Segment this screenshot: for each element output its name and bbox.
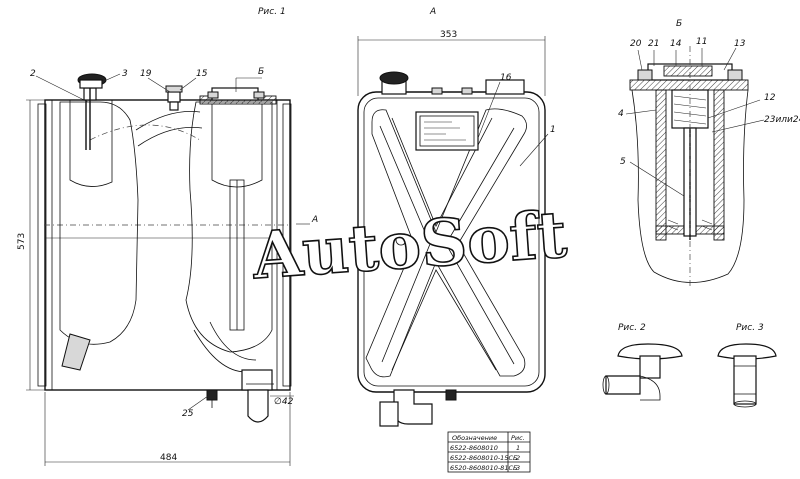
- table-row-3-code: 6520-8608010-81СБ: [450, 464, 518, 472]
- callout-23-24: 23или24: [764, 115, 800, 125]
- table-header-fig: Рис.: [511, 434, 525, 442]
- view-a-caption: A: [429, 7, 436, 17]
- diameter-42: ∅42: [274, 397, 294, 407]
- pointer-b: Б: [258, 67, 264, 77]
- drain-plug-icon: [206, 389, 218, 401]
- nameplate: [415, 111, 479, 151]
- callout-25: 25: [182, 409, 194, 419]
- watermark: AutoSoft: [249, 197, 569, 294]
- side-view-tank: Рис. 1: [17, 7, 318, 466]
- callout-12: 12: [764, 93, 776, 103]
- callout-14: 14: [670, 39, 682, 49]
- callout-19: 19: [140, 69, 152, 79]
- fig1-caption: Рис. 1: [258, 7, 286, 17]
- width-dimension: 353: [440, 30, 457, 40]
- callout-20: 20: [630, 39, 642, 49]
- front-view-a: A 353 16 1: [357, 7, 556, 427]
- table-row-2-code: 6522-8608010-15СБ: [450, 454, 518, 462]
- front-cap-icon: [379, 71, 409, 85]
- height-dimension: 573: [17, 233, 27, 250]
- section-a-mark: A: [311, 215, 318, 225]
- callout-3: 3: [122, 69, 128, 79]
- callout-15: 15: [196, 69, 208, 79]
- designation-table: Обозначение Рис. 6522-8608010 1 6522-860…: [447, 431, 531, 473]
- table-row-1-fig: 1: [516, 444, 520, 452]
- fig2-caption: Рис. 2: [618, 323, 646, 333]
- length-dimension: 484: [160, 453, 177, 463]
- table-row-2-fig: 2: [516, 454, 520, 462]
- table-header-designation: Обозначение: [452, 434, 497, 442]
- callout-4: 4: [618, 109, 624, 119]
- callout-2: 2: [30, 69, 36, 79]
- callout-5: 5: [620, 157, 626, 167]
- callout-11: 11: [696, 37, 707, 47]
- fig3-cap-straight: Рис. 3: [717, 323, 777, 408]
- detail-view-b: Б 20 21 14 11 13 4: [618, 19, 800, 286]
- table-row-1-code: 6522-8608010: [450, 444, 498, 452]
- view-b-caption: Б: [676, 19, 682, 29]
- callout-1: 1: [550, 125, 556, 135]
- callout-21: 21: [648, 39, 659, 49]
- fig3-caption: Рис. 3: [736, 323, 764, 333]
- callout-16: 16: [500, 73, 512, 83]
- fig2-cap-angled: Рис. 2: [602, 323, 683, 401]
- callout-13: 13: [734, 39, 746, 49]
- table-row-3-fig: 3: [516, 464, 520, 472]
